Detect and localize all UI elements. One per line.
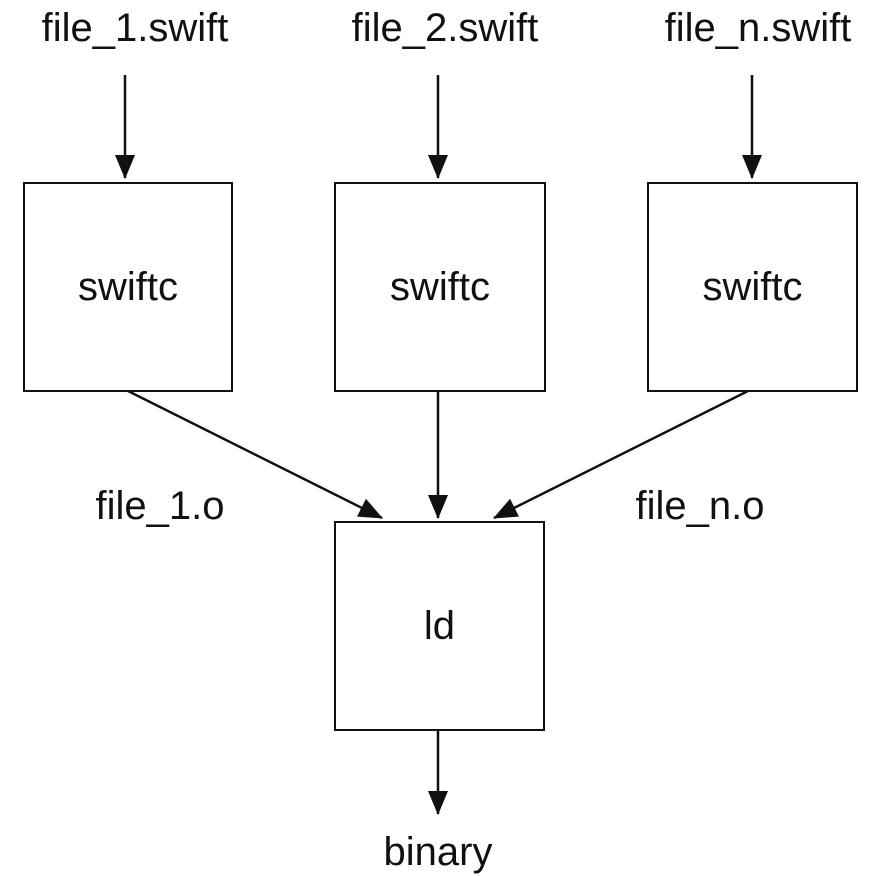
object-file-1-label: file_1.o — [95, 484, 225, 528]
swiftc-box-n: swiftc — [647, 182, 858, 392]
swiftc-box-2-label: swiftc — [390, 265, 490, 309]
input-file-2-label: file_2.swift — [351, 6, 539, 50]
output-binary-label: binary — [383, 830, 493, 874]
ld-box: ld — [334, 521, 545, 731]
object-file-n-label: file_n.o — [635, 484, 765, 528]
swiftc-box-1: swiftc — [23, 182, 233, 392]
arrow-swiftc1-to-ld — [127, 389, 383, 520]
input-file-1-label: file_1.swift — [41, 6, 229, 50]
swiftc-box-1-label: swiftc — [78, 265, 178, 309]
arrow-swiftcn-to-ld — [493, 389, 749, 520]
swiftc-box-n-label: swiftc — [702, 265, 803, 309]
swiftc-box-2: swiftc — [334, 182, 546, 392]
ld-box-label: ld — [423, 604, 456, 648]
input-file-n-label: file_n.swift — [664, 6, 852, 50]
